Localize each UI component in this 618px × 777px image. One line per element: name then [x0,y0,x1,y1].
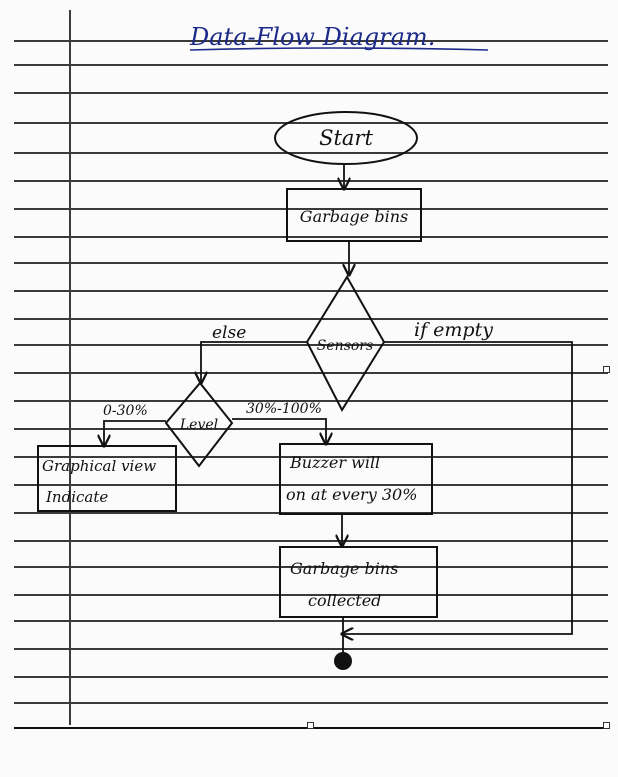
buzzer-line1: Buzzer will [289,453,380,472]
graphical-view-line2: Indicate [45,488,108,506]
ruled-line [14,344,608,346]
graphical-view-line1: Graphical view [42,457,156,475]
arrow-level-low [104,420,166,446]
ruled-line [14,64,608,66]
ruled-line [14,208,608,210]
start-terminal [274,111,418,165]
end-terminal [334,652,352,670]
resize-handle-bottom[interactable] [307,722,314,729]
ruled-line [14,318,608,320]
margin-line [69,10,71,725]
ruled-line [14,456,608,458]
ruled-line [14,620,608,622]
ruled-line [14,290,608,292]
ruled-line [14,122,608,124]
low-range-label: 0-30% [103,403,148,419]
ruled-line [14,594,608,596]
ruled-line [14,372,608,374]
ruled-line [14,92,608,94]
collected-line1: Garbage bins [290,559,398,578]
ruled-line [14,512,608,514]
sensors-decision [305,275,386,413]
level-label: Level [179,417,218,433]
if-empty-label: if empty [414,319,493,341]
graphical-view-box [37,445,177,512]
ruled-line [14,566,608,568]
ruled-line [14,152,608,154]
buzzer-line2: on at every 30% [286,485,417,504]
diagram-title: Data-Flow Diagram. [189,23,435,51]
ruled-line [14,540,608,542]
level-decision [164,381,234,468]
ruled-line [14,428,608,430]
garbage-bins-box [286,188,422,242]
collected-line2: collected [308,591,381,610]
ruled-line [14,648,608,650]
ruled-line [14,236,608,238]
garbage-bins-label: Garbage bins [300,207,408,226]
resize-handle-corner[interactable] [603,722,610,729]
ruled-line [14,262,608,264]
resize-handle-right[interactable] [603,366,610,373]
else-label: else [212,323,246,343]
title-underline [189,47,489,51]
ruled-line [14,702,608,704]
ruled-line [14,484,608,486]
collected-box [279,546,438,618]
ruled-line [14,676,608,678]
arrow-level-high [232,418,326,444]
ruled-line [14,180,608,182]
arrow-sensors-empty-loop [342,341,573,634]
start-label: Start [319,126,373,150]
high-range-label: 30%-100% [246,401,322,417]
arrow-sensors-to-level [201,341,307,383]
ruled-line [14,400,608,402]
ruled-line [14,40,608,42]
buzzer-box [279,443,433,515]
sensors-label: Sensors [317,338,373,354]
